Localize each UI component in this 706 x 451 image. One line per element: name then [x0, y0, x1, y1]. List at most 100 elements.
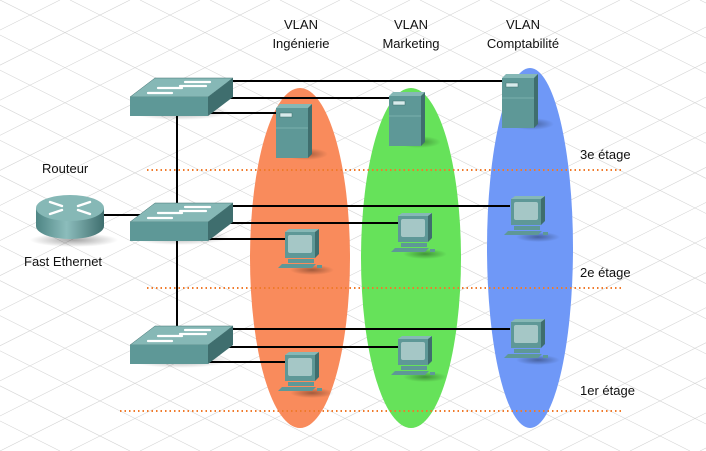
pc-base [401, 243, 427, 247]
vlan-comptabilite-zone [487, 68, 573, 428]
monitor-top [285, 352, 319, 355]
mouse [317, 265, 322, 268]
grid-line [699, 447, 706, 451]
vlan-label-marketing: VLAN Marketing [351, 15, 471, 53]
floor-label-3: 3e étage [580, 147, 631, 162]
pc-base [401, 366, 427, 370]
grid-line [209, 202, 706, 451]
vlan-label-line2: Comptabilité [486, 36, 560, 51]
monitor-side [428, 213, 432, 242]
vlan-label-line1: VLAN [506, 17, 540, 32]
monitor-screen [401, 342, 425, 360]
fast-ethernet-label: Fast Ethernet [24, 254, 103, 269]
switch-side [208, 203, 233, 241]
floor-separators [120, 169, 624, 412]
pc-floor-1-mkt-icon [391, 336, 447, 382]
keyboard [278, 264, 316, 268]
switch-floor-2-icon [129, 202, 234, 245]
grid-line [699, 0, 706, 4]
switch-front [130, 222, 208, 241]
grid-line [0, 0, 271, 136]
vlan-label-line2: Marketing [382, 36, 440, 51]
grid-line [419, 0, 706, 144]
cables [104, 80, 510, 363]
pc-floor-1-ing-icon [278, 352, 334, 398]
vlan-label-line2: Ingénierie [272, 36, 330, 51]
vlan-label-line1: VLAN [284, 17, 318, 32]
server-drive [279, 112, 293, 118]
pc-floor-2-ing-icon [278, 229, 334, 275]
vlan-marketing-zone [361, 88, 461, 428]
switch-floor-1-icon [129, 325, 234, 368]
grid-line [349, 0, 706, 179]
monitor-side [541, 319, 545, 348]
monitor-screen [514, 325, 538, 343]
router-icon [30, 195, 118, 247]
keyboard [391, 371, 429, 375]
keyboard [504, 231, 542, 235]
keyboard [391, 248, 429, 252]
server-side [421, 92, 425, 146]
server-ing-icon [276, 104, 328, 160]
monitor-screen [288, 235, 312, 253]
monitor-screen [401, 219, 425, 237]
pc-base [288, 259, 314, 263]
router-arrow [76, 200, 92, 208]
pc-base [288, 382, 314, 386]
monitor-top [511, 196, 545, 199]
floor-label-1: 1er étage [580, 383, 635, 398]
monitor-side [541, 196, 545, 225]
devices [30, 74, 560, 398]
monitor-top [398, 336, 432, 339]
server-top [276, 104, 312, 108]
switch-front [130, 345, 208, 364]
server-drive [505, 82, 519, 88]
router-arrow [48, 208, 64, 216]
pc-floor-2-cpt-icon [504, 196, 560, 242]
server-drive [392, 100, 406, 106]
server-side [308, 104, 312, 158]
server-side [534, 74, 538, 128]
server-top [389, 92, 425, 96]
grid-line [0, 0, 341, 171]
mouse [430, 249, 435, 252]
vlan-label-line1: VLAN [394, 17, 428, 32]
grid-line [0, 245, 411, 451]
server-cpt-icon [502, 74, 554, 130]
switch-front [130, 97, 208, 116]
grid-line [0, 0, 201, 101]
floor-label-2: 2e étage [580, 265, 631, 280]
router-top [36, 195, 104, 221]
server-mkt-icon [389, 92, 441, 148]
monitor-screen [288, 358, 312, 376]
switch-floor-3-icon [129, 77, 234, 120]
router-arrow [76, 208, 92, 216]
pc-floor-1-cpt-icon [504, 319, 560, 365]
mouse [430, 372, 435, 375]
pc-base [514, 349, 540, 353]
mouse [543, 232, 548, 235]
grid-line [419, 307, 706, 451]
grid-line [0, 280, 341, 451]
grid-line [0, 315, 271, 451]
vlan-label-comptabilite: VLAN Comptabilité [463, 15, 583, 53]
monitor-side [428, 336, 432, 365]
pc-floor-2-mkt-icon [391, 213, 447, 259]
grid-line [0, 0, 411, 206]
switch-side [208, 78, 233, 116]
monitor-side [315, 352, 319, 381]
vlan-label-ingenierie: VLAN Ingénierie [241, 15, 361, 53]
router-arrow [48, 200, 64, 208]
grid-line [0, 0, 481, 241]
keyboard [278, 387, 316, 391]
grid-line [279, 0, 706, 214]
monitor-top [398, 213, 432, 216]
grid-line [489, 0, 706, 109]
server-top [502, 74, 538, 78]
router-label: Routeur [42, 161, 89, 176]
monitor-screen [514, 202, 538, 220]
monitor-top [511, 319, 545, 322]
keyboard [504, 354, 542, 358]
monitor-top [285, 229, 319, 232]
